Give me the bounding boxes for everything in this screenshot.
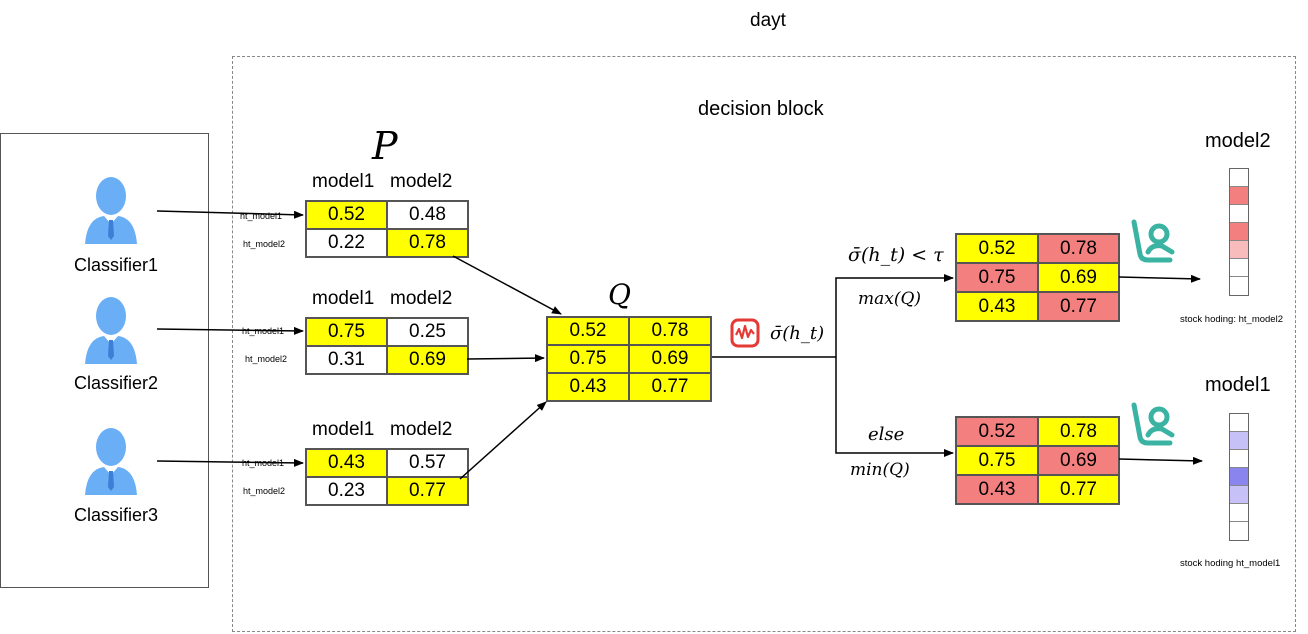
p3-cell: 0.77 — [387, 477, 468, 505]
q-matrix-label: Q — [608, 278, 631, 311]
person-icon-classifier1 — [85, 177, 137, 244]
decision-block-frame — [232, 56, 1296, 632]
lower-operation: min(Q) — [850, 460, 910, 480]
max-cell: 0.69 — [1038, 263, 1119, 292]
p2-header-model1: model1 — [312, 288, 375, 309]
p3-header-model2: model2 — [390, 419, 453, 440]
classifier3-label: Classifier3 — [73, 505, 159, 525]
output-model-top: model2 — [1205, 130, 1271, 152]
max-cell: 0.77 — [1038, 292, 1119, 321]
p3-header-model1: model1 — [312, 419, 375, 440]
classifier2-label: Classifier2 — [73, 373, 159, 393]
min-cell: 0.75 — [956, 446, 1038, 475]
q-cell: 0.78 — [629, 317, 711, 345]
p3-cell: 0.57 — [387, 449, 468, 477]
signal-chart-icon — [730, 318, 760, 348]
holding-bar-top — [1229, 168, 1249, 296]
agent-seat-icon-upper — [1131, 219, 1175, 263]
p2-row-label: ht_model2 — [245, 354, 288, 364]
arrow-p2-to-q — [466, 354, 545, 363]
holding-bar-bottom — [1229, 413, 1249, 541]
classifier-panel — [0, 133, 209, 588]
p2-cell: 0.25 — [387, 318, 468, 346]
max-cell: 0.52 — [956, 234, 1038, 263]
output-caption-top: stock hoding: ht_model2 — [1180, 314, 1283, 325]
p1-header-model2: model2 — [390, 171, 453, 192]
p1-cell: 0.52 — [306, 201, 387, 229]
max-cell: 0.75 — [956, 263, 1038, 292]
upper-condition: σ̄(h_t) < τ — [848, 244, 944, 266]
arrow-min-to-output — [1118, 456, 1203, 465]
p2-cell: 0.31 — [306, 346, 387, 374]
q-cell: 0.75 — [547, 345, 629, 373]
p2-header-model2: model2 — [390, 288, 453, 309]
arrow-to-max-branch — [835, 274, 954, 357]
output-model-bottom: model1 — [1205, 374, 1271, 396]
p-table-2: 0.75 0.25 0.31 0.69 — [305, 317, 469, 375]
min-cell: 0.77 — [1038, 475, 1119, 504]
min-cell: 0.69 — [1038, 446, 1119, 475]
min-cell: 0.52 — [956, 417, 1038, 446]
max-q-table: 0.52 0.78 0.75 0.69 0.43 0.77 — [955, 233, 1120, 322]
arrow-to-min-branch — [835, 357, 954, 457]
p1-cell: 0.22 — [306, 229, 387, 257]
q-cell: 0.69 — [629, 345, 711, 373]
max-cell: 0.78 — [1038, 234, 1119, 263]
agent-seat-icon-lower — [1131, 402, 1175, 446]
p3-row-label: ht_model2 — [243, 486, 286, 496]
lower-condition: else — [868, 424, 905, 445]
max-cell: 0.43 — [956, 292, 1038, 321]
arrow-classifier2-to-p2 — [156, 326, 304, 335]
p2-cell: 0.75 — [306, 318, 387, 346]
p1-cell: 0.78 — [387, 229, 468, 257]
min-cell: 0.43 — [956, 475, 1038, 504]
sigma-label: σ̄(h_t) — [770, 323, 825, 344]
q-cell: 0.77 — [629, 373, 711, 401]
p1-cell: 0.48 — [387, 201, 468, 229]
p1-row-label: ht_model1 — [240, 211, 283, 221]
min-q-table: 0.52 0.78 0.75 0.69 0.43 0.77 — [955, 416, 1120, 505]
min-cell: 0.78 — [1038, 417, 1119, 446]
upper-operation: max(Q) — [858, 289, 922, 309]
diagram-title: dayt — [750, 10, 786, 31]
p3-cell: 0.23 — [306, 477, 387, 505]
arrow-p1-to-q — [452, 255, 562, 315]
q-cell: 0.43 — [547, 373, 629, 401]
q-cell: 0.52 — [547, 317, 629, 345]
p-table-3: 0.43 0.57 0.23 0.77 — [305, 448, 469, 506]
person-icon-classifier3 — [85, 428, 137, 495]
arrow-classifier1-to-p1 — [156, 210, 304, 219]
p1-header-model1: model1 — [312, 171, 375, 192]
p3-cell: 0.43 — [306, 449, 387, 477]
p-matrix-label: P — [372, 124, 398, 168]
arrow-classifier3-to-p3 — [156, 458, 304, 467]
arrow-max-to-output — [1118, 274, 1201, 283]
p-table-1: 0.52 0.48 0.22 0.78 — [305, 200, 469, 258]
p2-cell: 0.69 — [387, 346, 468, 374]
q-table: 0.52 0.78 0.75 0.69 0.43 0.77 — [546, 316, 712, 402]
person-icon-classifier2 — [85, 297, 137, 364]
output-caption-bottom: stock hoding ht_model1 — [1180, 558, 1281, 569]
p1-row-label: ht_model2 — [243, 239, 286, 249]
decision-block-label: decision block — [698, 98, 824, 120]
classifier1-label: Classifier1 — [73, 255, 159, 275]
arrow-p3-to-q — [459, 401, 547, 480]
